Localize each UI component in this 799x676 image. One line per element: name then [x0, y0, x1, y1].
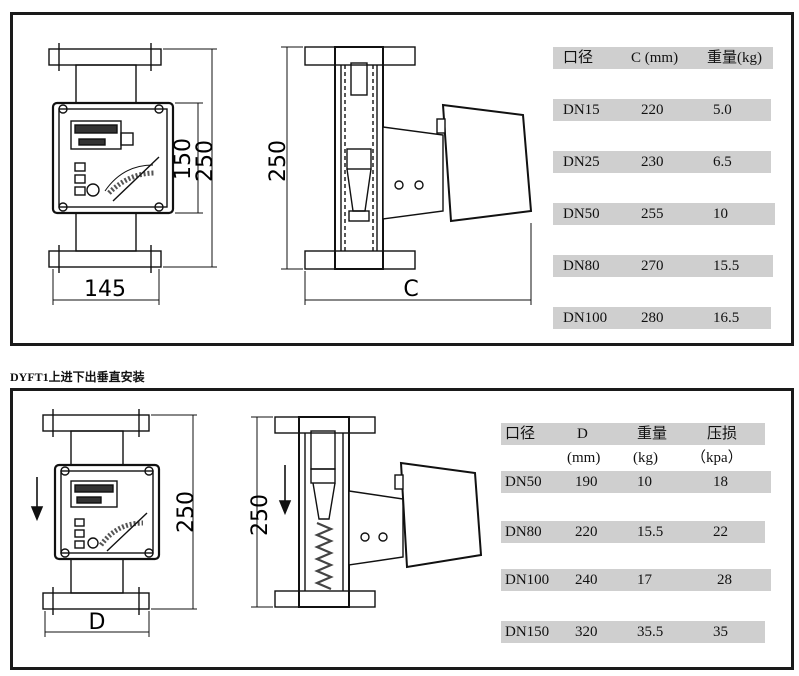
cell-weight: 10: [637, 474, 652, 490]
dim-label-side-height: 250: [266, 140, 291, 182]
dim-label-front-width: D: [89, 610, 106, 635]
cell-pressure-loss: 22: [713, 524, 728, 540]
dim-label-front-width: 145: [84, 277, 126, 302]
dimension-panel-bottom: 250 D 250 口径 D: [10, 388, 794, 670]
dim-label-body-height: 150: [171, 138, 196, 180]
front-view: [48, 43, 175, 273]
cell-c: 255: [641, 206, 664, 222]
cell-bore: DN80: [563, 258, 600, 274]
side-dimensions: [251, 416, 273, 608]
cell-bore: DN50: [505, 474, 542, 490]
side-view: [304, 46, 533, 270]
cell-c: 280: [641, 310, 664, 326]
subheader-weight-unit: (kg): [633, 450, 658, 466]
cell-c: 270: [641, 258, 664, 274]
dim-label-front-height: 250: [193, 140, 218, 182]
cell-d: 220: [575, 524, 598, 540]
table-row: DN80 220 15.5 22: [501, 521, 765, 543]
cell-bore: DN80: [505, 524, 542, 540]
table-row: DN100 240 17 28: [501, 569, 771, 591]
header-pressure-loss: 压损: [707, 426, 738, 442]
cell-bore: DN25: [563, 154, 600, 170]
cell-bore: DN150: [505, 624, 550, 640]
header-d: D: [577, 426, 588, 442]
cell-pressure-loss: 28: [717, 572, 732, 588]
flow-arrow-front: [30, 477, 44, 522]
table-row: DN100 280 16.5: [553, 307, 771, 329]
flow-arrow-side: [278, 465, 292, 516]
front-dimensions: [44, 414, 197, 637]
subheader-d-unit: (mm): [567, 450, 601, 466]
header-weight: 重量(kg): [707, 50, 762, 66]
dim-label-side-width: C: [403, 277, 418, 302]
front-dimensions: [52, 48, 217, 305]
cell-d: 320: [575, 624, 598, 640]
header-bore: 口径: [563, 50, 594, 66]
cell-weight: 35.5: [637, 624, 664, 640]
side-view: [274, 416, 483, 608]
cell-bore: DN15: [563, 102, 600, 118]
table-row: DN150 320 35.5 35: [501, 621, 765, 643]
cell-bore: DN100: [563, 310, 608, 326]
cell-weight: 15.5: [713, 258, 740, 274]
cell-d: 240: [575, 572, 598, 588]
header-c: C (mm): [631, 50, 679, 66]
table-row: DN15 220 5.0: [553, 99, 771, 121]
cell-pressure-loss: 18: [713, 474, 728, 490]
header-weight: 重量: [637, 426, 668, 442]
cell-weight: 6.5: [713, 154, 732, 170]
cell-weight: 17: [637, 572, 652, 588]
dimension-panel-top: 250 150 145 250 C: [10, 12, 794, 346]
cell-c: 220: [641, 102, 664, 118]
table-row: DN25 230 6.5: [553, 151, 771, 173]
table-header-row: 口径 C (mm) 重量(kg): [553, 47, 773, 69]
cell-bore: DN100: [505, 572, 550, 588]
flowmeter-drawing-bottom: 250 D 250: [30, 409, 483, 637]
dim-label-front-height: 250: [174, 491, 199, 533]
table-row: DN80 270 15.5: [553, 255, 773, 277]
flowmeter-drawing-top: 250 150 145 250 C: [48, 43, 533, 305]
cell-c: 230: [641, 154, 664, 170]
section-caption: DYFT1上进下出垂直安装: [10, 370, 145, 384]
front-view: [42, 409, 161, 615]
table-subheader-row: (mm) (kg) （kpa）: [501, 447, 765, 469]
subheader-pressure-unit: （kpa）: [691, 450, 743, 466]
cell-weight: 15.5: [637, 524, 664, 540]
dim-label-side-height: 250: [248, 494, 273, 536]
cell-bore: DN50: [563, 206, 600, 222]
cell-d: 190: [575, 474, 598, 490]
cell-pressure-loss: 35: [713, 624, 728, 640]
table-header-row: 口径 D 重量 压损: [501, 423, 765, 445]
side-dimensions: [281, 46, 532, 305]
cell-weight: 10: [713, 206, 728, 222]
table-row: DN50 190 10 18: [501, 471, 771, 493]
cell-weight: 16.5: [713, 310, 740, 326]
table-row: DN50 255 10: [553, 203, 775, 225]
cell-weight: 5.0: [713, 102, 732, 118]
header-bore: 口径: [505, 426, 536, 442]
